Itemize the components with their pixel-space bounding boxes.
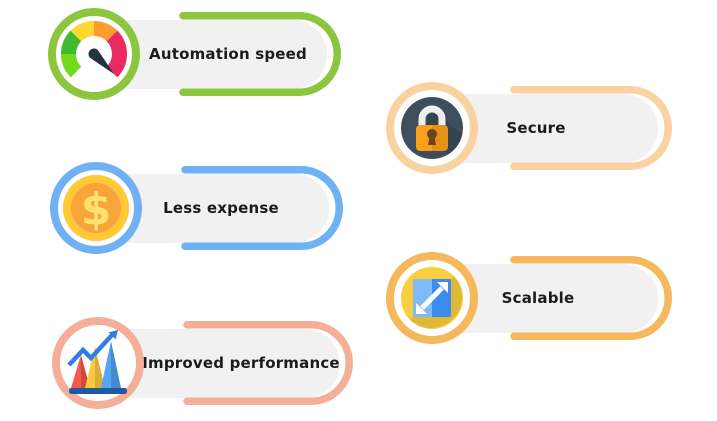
chart-bars — [71, 341, 121, 388]
feature-badge — [386, 82, 478, 174]
chart-baseline — [69, 388, 127, 394]
feature-label: Improved performance — [142, 354, 340, 372]
feature-label: Less expense — [163, 199, 279, 217]
feature-label: Automation speed — [149, 45, 307, 63]
lock-shackle — [418, 105, 446, 126]
feature-badge — [48, 8, 140, 100]
padlock-icon — [401, 97, 463, 159]
pill-outline — [510, 256, 672, 340]
gauge-arc — [61, 21, 127, 78]
feature-item-automation-speed: Automation speed — [48, 8, 342, 100]
coin-center — [71, 183, 121, 233]
feature-badge — [386, 252, 478, 344]
feature-item-secure: Secure — [386, 82, 673, 174]
growth-chart-icon — [67, 330, 127, 394]
feature-label: Scalable — [501, 289, 575, 307]
trend-arrow — [67, 330, 118, 367]
speedometer-icon — [61, 21, 127, 78]
keyhole — [427, 129, 437, 145]
pill-outline — [510, 86, 672, 170]
feature-item-less-expense: Less expense $ — [50, 162, 344, 254]
feature-label: Secure — [506, 119, 566, 137]
pill-outline — [183, 321, 353, 405]
gauge-needle — [88, 48, 115, 75]
pill-outline — [179, 12, 341, 96]
feature-badge — [52, 317, 144, 409]
dollar-coin-icon: $ — [63, 175, 129, 241]
expand-arrows-icon — [401, 267, 463, 329]
feature-item-improved-performance: Improved performance — [52, 317, 354, 409]
expand-arrows — [416, 282, 448, 314]
feature-badge: $ — [50, 162, 142, 254]
pill-outline — [181, 166, 343, 250]
feature-item-scalable: Scalable — [386, 252, 673, 344]
dollar-sign: $ — [81, 184, 112, 235]
